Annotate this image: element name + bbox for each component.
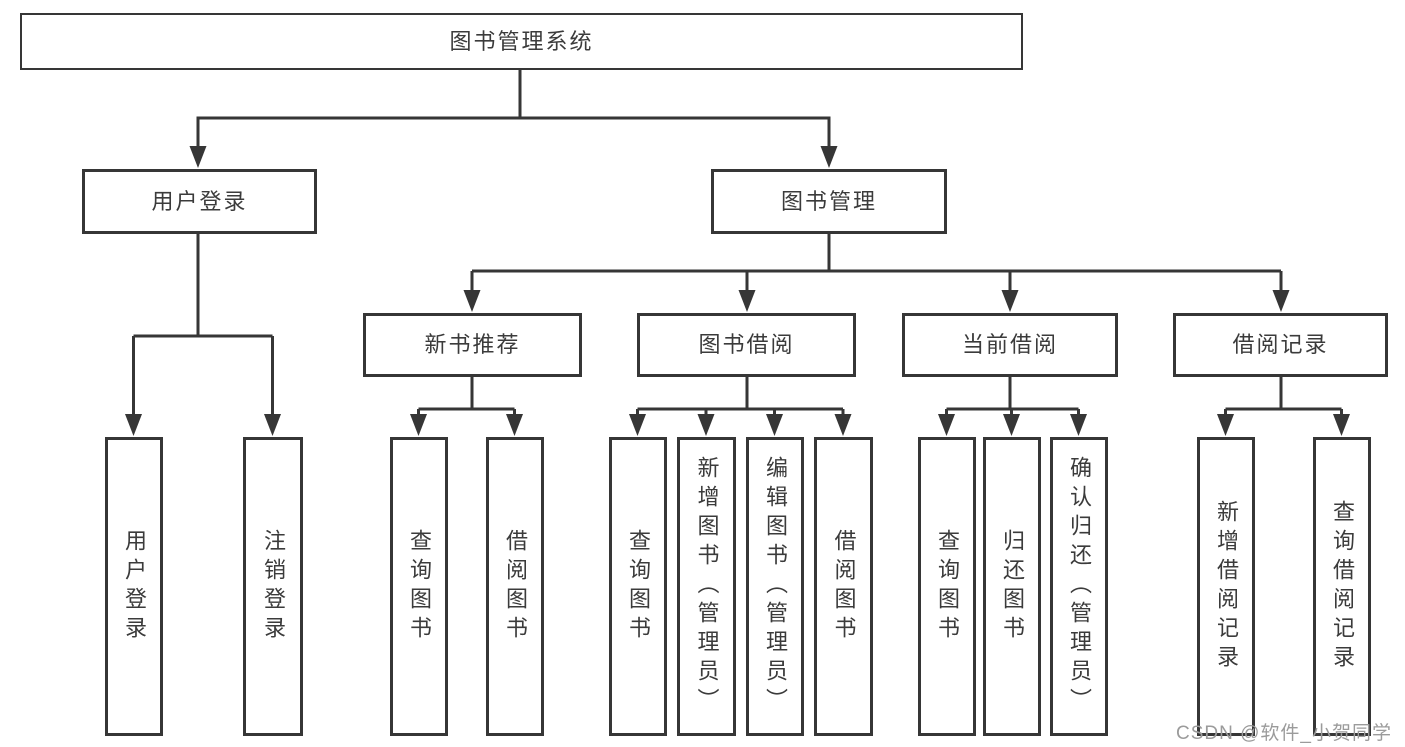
- leaf-query-books-borrowing: 查询图书: [609, 437, 667, 736]
- leaf-add-book-admin: 新增图书（管理员）: [677, 437, 736, 736]
- leaf-borrow-books-recommend: 借阅图书: [486, 437, 544, 736]
- node-library-system: 图书管理系统: [20, 13, 1023, 70]
- leaf-edit-book-admin: 编辑图书（管理员）: [746, 437, 804, 736]
- leaf-query-borrow-record: 查询借阅记录: [1313, 437, 1371, 736]
- leaf-query-books-current: 查询图书: [918, 437, 976, 736]
- leaf-borrow-books-borrowing: 借阅图书: [814, 437, 873, 736]
- leaf-return-books: 归还图书: [983, 437, 1041, 736]
- node-borrowing-records: 借阅记录: [1173, 313, 1388, 377]
- node-book-borrowing: 图书借阅: [637, 313, 856, 377]
- node-user-login: 用户登录: [82, 169, 317, 234]
- leaf-user-login: 用户登录: [105, 437, 163, 736]
- leaf-query-books-recommend: 查询图书: [390, 437, 448, 736]
- node-new-book-recommend: 新书推荐: [363, 313, 582, 377]
- leaf-logout: 注销登录: [243, 437, 303, 736]
- leaf-confirm-return-admin: 确认归还（管理员）: [1050, 437, 1108, 736]
- csdn-watermark: CSDN @软件_小贺同学: [1176, 723, 1392, 744]
- node-current-borrowing: 当前借阅: [902, 313, 1118, 377]
- arrowheads: [125, 146, 1350, 436]
- node-book-management: 图书管理: [711, 169, 947, 234]
- leaf-add-borrow-record: 新增借阅记录: [1197, 437, 1255, 736]
- connector-paths: [132, 70, 1343, 416]
